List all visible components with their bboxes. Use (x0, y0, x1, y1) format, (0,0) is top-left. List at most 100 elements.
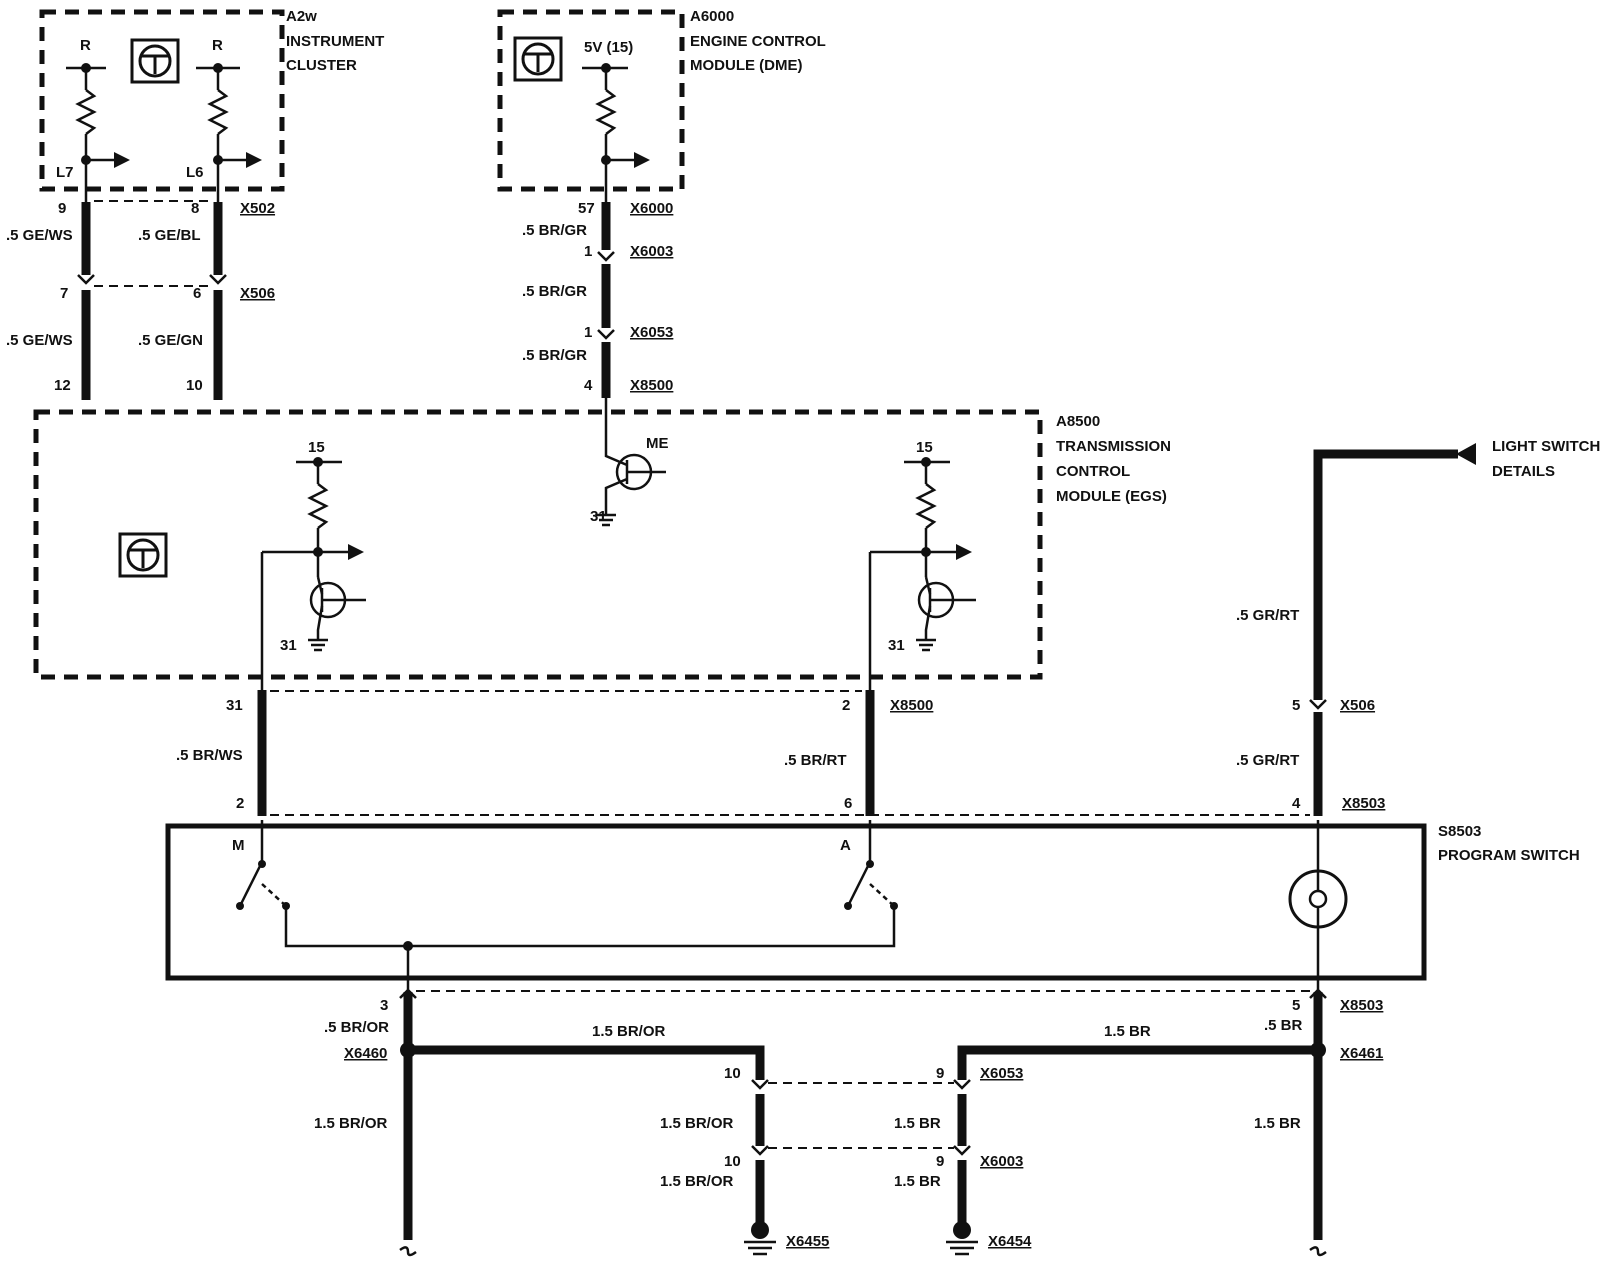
wire-label: .5 BR (1264, 1017, 1303, 1034)
arrow-icon (114, 152, 130, 168)
wire-label: .5 GR/RT (1236, 752, 1299, 769)
lamp-icon (1288, 869, 1348, 929)
wire-label: .5 GE/WS (6, 332, 73, 349)
pin-1: 1 (584, 324, 592, 341)
pin-10: 10 (186, 377, 203, 394)
wire-label: .5 GE/GN (138, 332, 203, 349)
pin-10: 10 (724, 1065, 741, 1082)
wires-engine-control: 57 X6000 .5 BR/GR 1 X6003 .5 BR/GR 1 X60… (522, 200, 673, 442)
ground-x6455: X6455 (786, 1233, 829, 1250)
component-name-line3: MODULE (EGS) (1056, 488, 1167, 505)
wire-label: .5 BR/OR (324, 1019, 389, 1036)
pin-2: 2 (236, 795, 244, 812)
connector-x506: X506 (240, 285, 275, 302)
pin-label-r-right: R (212, 37, 223, 54)
ground-31: 31 (280, 637, 297, 654)
component-name-line2: CLUSTER (286, 57, 357, 74)
me-label: ME (646, 435, 669, 452)
component-name-line2: MODULE (DME) (690, 57, 803, 74)
pin-31: 31 (226, 697, 243, 714)
ground-icon (308, 638, 328, 652)
ground-icon (916, 638, 936, 652)
component-id-a6000: A6000 (690, 8, 734, 25)
component-name-line1: TRANSMISSION (1056, 438, 1171, 455)
wire-label: .5 BR/GR (522, 347, 587, 364)
steering-wheel-icon (118, 532, 168, 578)
pin-4: 4 (584, 377, 593, 394)
wires-ground: 3 .5 BR/OR X6460 1.5 BR/OR 1.5 BR 5 X850… (314, 988, 1383, 1257)
light-switch-reference: LIGHT SWITCH DETAILS .5 GR/RT (1236, 438, 1600, 700)
wire-label: 1.5 BR/OR (660, 1115, 734, 1132)
connector-x6003: X6003 (630, 243, 673, 260)
steering-wheel-icon (130, 38, 180, 84)
connector-x6000: X6000 (630, 200, 673, 217)
pin-2: 2 (842, 697, 850, 714)
pin-3: 3 (380, 997, 388, 1014)
wire-label: 1.5 BR/OR (592, 1023, 666, 1040)
wire-label: .5 GE/WS (6, 227, 73, 244)
pin-10: 10 (724, 1153, 741, 1170)
wires-program-switch: 31 2 X8500 5 X506 .5 BR/WS .5 BR/RT .5 G… (176, 690, 1385, 816)
light-switch-line1: LIGHT SWITCH (1492, 438, 1600, 455)
connector-x8503: X8503 (1342, 795, 1385, 812)
ground-icon (946, 1221, 978, 1256)
wire-label: 1.5 BR (1104, 1023, 1151, 1040)
wire-label: 1.5 BR (1254, 1115, 1301, 1132)
pin-9: 9 (936, 1153, 944, 1170)
wire-label: .5 BR/WS (176, 747, 243, 764)
ground-icon (744, 1221, 776, 1256)
wire-label: .5 BR/GR (522, 283, 587, 300)
component-id-s8503: S8503 (1438, 823, 1481, 840)
connector-x8500: X8500 (630, 377, 673, 394)
light-switch-line2: DETAILS (1492, 463, 1555, 480)
transistor-icon (917, 576, 976, 640)
program-switch-box (165, 823, 1427, 981)
connector-x506: X506 (1340, 697, 1375, 714)
arrow-icon (348, 544, 364, 560)
engine-control-module: 5V (15) A6000 ENGINE CONTROL MODULE (DME… (497, 8, 826, 202)
pin-4: 4 (1292, 795, 1301, 812)
pin-9: 9 (936, 1065, 944, 1082)
wire-label: 1.5 BR (894, 1115, 941, 1132)
resistor-icon (75, 89, 97, 135)
ground-x6454: X6454 (988, 1233, 1032, 1250)
instrument-cluster-box (39, 9, 285, 192)
terminal-l6: L6 (186, 164, 204, 181)
transmission-control-module: ME 31 15 31 (33, 409, 1171, 690)
wire-label: .5 BR/RT (784, 752, 847, 769)
component-id-a8500: A8500 (1056, 413, 1100, 430)
pin-label-r-left: R (80, 37, 91, 54)
wire-label: .5 BR/GR (522, 222, 587, 239)
ground-31: 31 (888, 637, 905, 654)
connector-x6460: X6460 (344, 1045, 387, 1062)
resistor-icon (595, 89, 617, 135)
connector-x6003: X6003 (980, 1153, 1023, 1170)
supply-15: 15 (308, 439, 325, 456)
pin-6: 6 (844, 795, 852, 812)
pin-8: 8 (191, 200, 199, 217)
resistor-icon (307, 483, 329, 529)
component-name-line1: INSTRUMENT (286, 33, 384, 50)
transmission-control-module-box (33, 409, 1043, 680)
wire-label: 1.5 BR/OR (314, 1115, 388, 1132)
arrow-icon (1456, 443, 1476, 465)
pin-7: 7 (60, 285, 68, 302)
instrument-cluster: R R L7 L6 A2w INSTRUMENT CLUSTER (39, 8, 384, 202)
pin-9: 9 (58, 200, 66, 217)
wire-label: 1.5 BR (894, 1173, 941, 1190)
connector-x6053: X6053 (980, 1065, 1023, 1082)
pin-6: 6 (193, 285, 201, 302)
program-switch: M A S8503 PROGRAM SWITCH (165, 820, 1580, 992)
ground-icon (596, 513, 616, 527)
pin-57: 57 (578, 200, 595, 217)
arrow-icon (634, 152, 650, 168)
component-id-a2w: A2w (286, 8, 317, 25)
terminal-l7: L7 (56, 164, 74, 181)
wires-instrument-cluster: 9 8 X502 .5 GE/WS .5 GE/BL 7 6 X506 .5 G… (6, 200, 275, 400)
engine-control-module-box (497, 9, 685, 192)
wire-label: .5 GE/BL (138, 227, 201, 244)
connector-x8500: X8500 (890, 697, 933, 714)
connector-x6053: X6053 (630, 324, 673, 341)
component-name-line1: PROGRAM SWITCH (1438, 847, 1580, 864)
